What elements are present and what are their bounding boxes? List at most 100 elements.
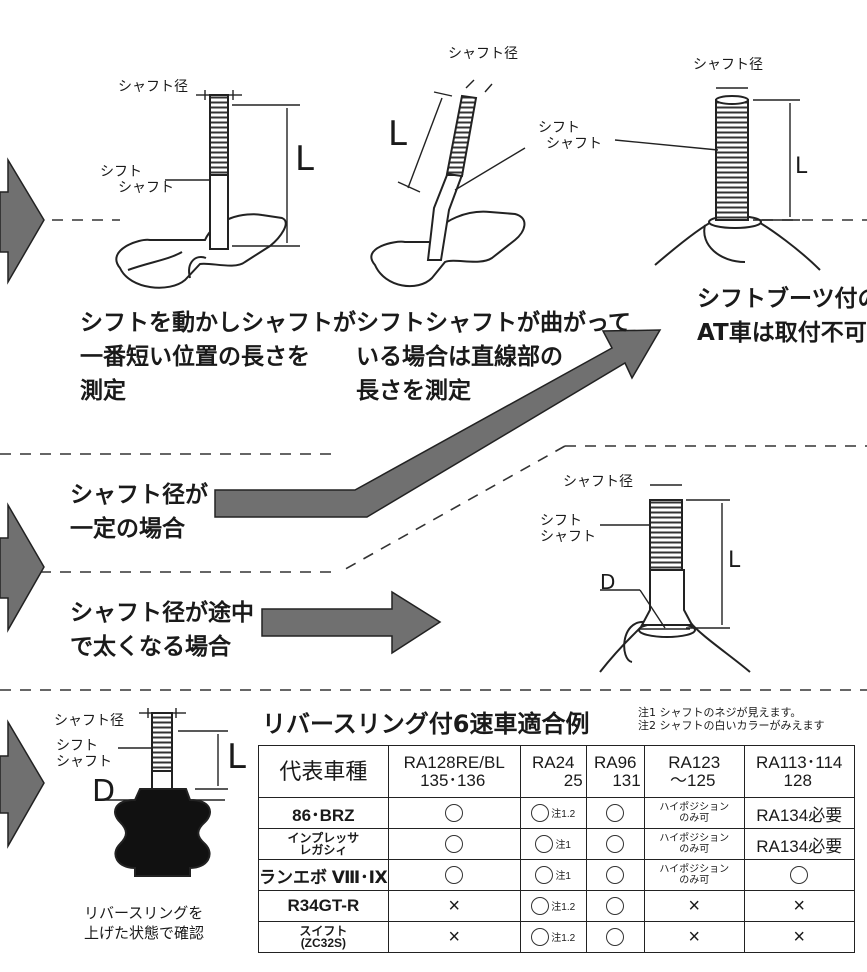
fit-ok-mark (790, 865, 809, 884)
fit-ng-mark: × (448, 894, 461, 917)
car-model-cell: スイフト(ZC32S) (258, 921, 389, 953)
header-line: RA128RE/BL (403, 752, 505, 772)
fit-condition-line: ハイポジション (659, 864, 730, 875)
fit-cell: ○ (743, 859, 855, 891)
fit-note: 注1.2 (551, 933, 576, 945)
fit-cell: ○ (387, 859, 521, 891)
fit-note: 注1 (555, 840, 571, 852)
table-notes: 注1 シャフトのネジが見えます。 注2 シャフトの白いカラーがみえます (638, 706, 825, 732)
car-model-line: 86･BRZ (292, 805, 355, 825)
car-model-cell: 86･BRZ (258, 797, 389, 829)
fit-cell: 注1.2○ (519, 890, 587, 922)
label-shaft-dia-4: シャフト径 (563, 474, 633, 490)
car-model-cell: R34GT-R (258, 890, 389, 922)
label-shift-shaft-4: シフト シャフト (540, 513, 596, 545)
fig-thick-shaft (599, 499, 751, 673)
fit-cell: ハイポジションのみ可 (643, 828, 745, 860)
header-line: 128 (783, 770, 812, 790)
table-header-cell: RA123～125 (643, 745, 745, 798)
fit-cell: × (387, 890, 521, 922)
fit-condition-line: のみ可 (679, 875, 710, 886)
header-line: RA96 (593, 752, 637, 772)
table-row: R34GT-R×注1.2○○×× (258, 890, 855, 922)
bent-arrow (214, 329, 662, 518)
fig-straight-shaft (115, 94, 287, 289)
fit-note: 注1.2 (551, 902, 576, 914)
table-row: スイフト(ZC32S)×注1.2○○×× (258, 921, 855, 953)
fit-ok-mark (606, 927, 625, 946)
label-shaft-dia-3: シャフト径 (693, 57, 763, 73)
fit-ng-mark: × (793, 925, 806, 948)
label-L-4: L (728, 548, 741, 573)
fit-cell: 注1.2○ (519, 797, 587, 829)
fit-cell: ○ (387, 797, 521, 829)
caption-bent: シフトシャフトが曲がって いる場合は直線部の 長さを測定 (356, 310, 631, 404)
fit-cell: ハイポジションのみ可 (643, 797, 745, 829)
label-L-5: L (227, 737, 246, 777)
fig-bent-shaft (370, 94, 526, 287)
fit-cell: × (643, 921, 745, 953)
label-L-1: L (295, 139, 314, 179)
fit-cell: ○ (585, 828, 645, 860)
fig-reverse-ring (114, 712, 211, 877)
caption-straight: シフトを動かしシャフトが 一番短い位置の長さを 測定 (80, 310, 356, 404)
fit-ok-mark (535, 865, 554, 884)
label-shift-shaft-2: シフト シャフト (538, 120, 602, 152)
fit-ng-mark: × (688, 894, 701, 917)
fit-ok-mark (606, 896, 625, 915)
fit-ng-mark: × (688, 925, 701, 948)
table-body: 86･BRZ○注1.2○○ハイポジションのみ可RA134必要インプレッサレガシィ… (258, 797, 855, 953)
caption-boot: シフトブーツ付の AT車は取付不可 (697, 286, 867, 346)
fit-ok-mark (445, 834, 464, 853)
fit-cell: × (387, 921, 521, 953)
header-line: 131 (612, 770, 641, 790)
caption-reverse: リバースリングを 上げた状態で確認 (84, 904, 205, 942)
fit-ok-mark (535, 834, 554, 853)
header-line: 代表車種 (279, 758, 368, 784)
dashed-guides (0, 219, 867, 691)
fit-cell: ○ (585, 921, 645, 953)
label-shift-shaft-5: シフト シャフト (56, 738, 112, 770)
table-title: リバースリング付6速車適合例 (262, 710, 590, 738)
fit-ok-mark (531, 927, 550, 946)
fit-cell: RA134必要 (743, 828, 855, 860)
fit-cell: ○ (585, 797, 645, 829)
fit-ok-mark (606, 865, 625, 884)
fit-cell: × (743, 921, 855, 953)
header-line: RA24 (531, 752, 575, 772)
header-line: 25 (563, 770, 583, 790)
car-model-cell: ランエボ Ⅷ･Ⅸ (258, 859, 389, 891)
car-model-line: R34GT-R (287, 896, 360, 915)
header-line: RA113･114 (756, 752, 843, 772)
fit-cell: 注1○ (519, 828, 587, 860)
car-model-line: (ZC32S) (300, 936, 347, 950)
car-model-line: レガシィ (299, 843, 348, 857)
fit-condition-line: のみ可 (679, 813, 710, 824)
header-line: RA123 (668, 752, 721, 772)
fit-ng-mark: × (448, 925, 461, 948)
label-shaft-dia-2: シャフト径 (448, 46, 518, 62)
fit-ok-mark (445, 865, 464, 884)
label-shaft-dia-5: シャフト径 (54, 713, 124, 729)
label-shift-shaft-1: シフト シャフト (100, 164, 174, 196)
fit-ok-mark (531, 803, 550, 822)
fit-cell: 注1○ (519, 859, 587, 891)
fit-cell: ○ (585, 859, 645, 891)
fit-ok-mark (606, 803, 625, 822)
straight-arrow (261, 590, 442, 655)
car-model-line: スイフト (299, 924, 348, 938)
fit-cell: × (743, 890, 855, 922)
fit-cell: ハイポジションのみ可 (643, 859, 745, 891)
label-shaft-dia-1: シャフト径 (118, 79, 188, 95)
fit-cell: ○ (387, 828, 521, 860)
fit-condition-line: ハイポジション (659, 833, 730, 844)
caption-thicker: シャフト径が途中 で太くなる場合 (70, 600, 254, 660)
